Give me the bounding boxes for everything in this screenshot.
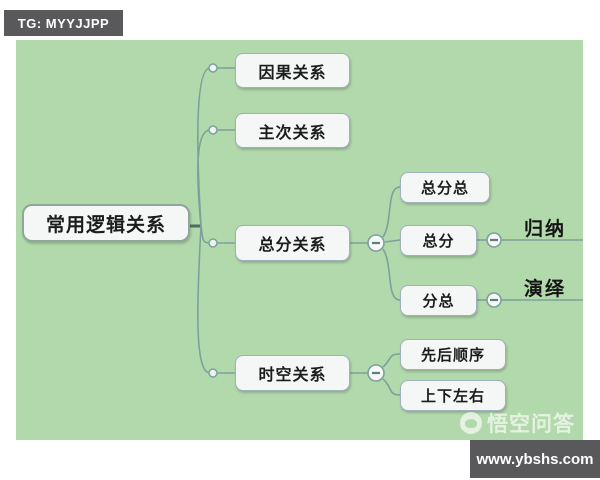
wire-root-to-zongfen: [200, 225, 211, 244]
leaf-label-yanyi[interactable]: 演绎: [523, 279, 566, 300]
wire-minus-to-fenzong: [382, 248, 401, 301]
junction-dot: [208, 368, 218, 378]
watermark: 悟空问答: [460, 410, 575, 436]
junction-dot: [208, 238, 218, 248]
wire-minus-to-zongfen2: [384, 239, 401, 243]
wire-root-to-shikong: [197, 225, 211, 374]
child-node-zongfenzong[interactable]: 总分总: [400, 172, 490, 203]
wire-minus-to-xianhou: [382, 353, 401, 368]
branch-node-zongfen[interactable]: 总分关系: [235, 225, 350, 261]
branch-node-shikong[interactable]: 时空关系: [235, 355, 350, 391]
branch-node-zhuci[interactable]: 主次关系: [235, 113, 350, 148]
watermark-text: 悟空问答: [487, 413, 575, 436]
child-node-zongfen[interactable]: 总分: [400, 225, 477, 256]
child-node-xianhou[interactable]: 先后顺序: [400, 339, 506, 370]
wire-minus-to-zongfenzong: [382, 186, 401, 238]
junction-dot: [208, 63, 218, 73]
wire-root-to-zhuci: [197, 129, 211, 227]
wire-minus-to-shangxia: [382, 378, 401, 396]
child-node-shangxia[interactable]: 上下左右: [400, 380, 506, 411]
leaf-label-guina[interactable]: 归纳: [523, 219, 566, 240]
wukong-monkey-icon: [460, 412, 482, 434]
child-node-fenzong[interactable]: 分总: [400, 285, 477, 316]
site-badge: www.ybshs.com: [470, 440, 600, 478]
tg-badge: TG: MYYJJPP: [4, 10, 123, 36]
branch-node-yinguo[interactable]: 因果关系: [235, 53, 350, 88]
root-node[interactable]: 常用逻辑关系: [22, 204, 190, 242]
junction-dot: [208, 125, 218, 135]
